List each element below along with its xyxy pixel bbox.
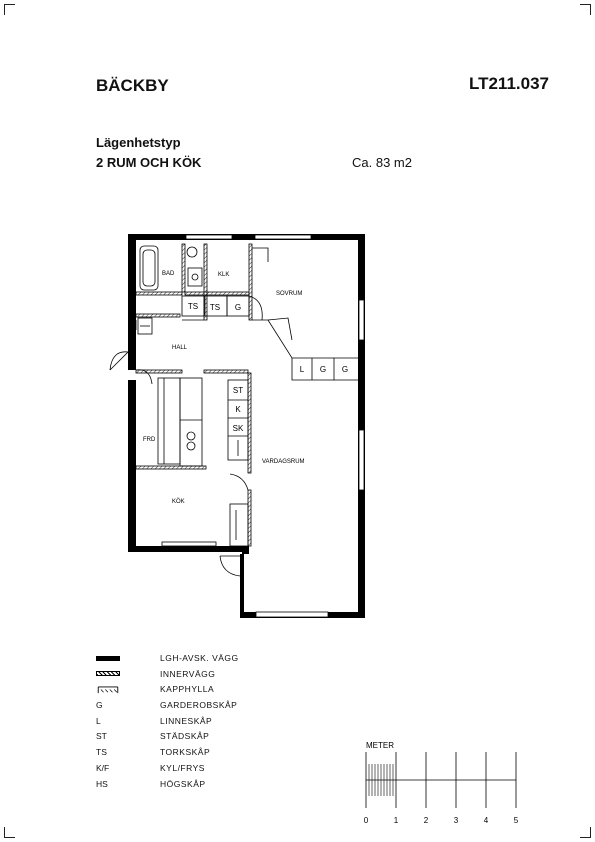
legend-symbol: TS bbox=[96, 747, 107, 758]
drawing-id: LT211.037 bbox=[468, 74, 549, 93]
interior-walls bbox=[135, 243, 253, 547]
legend-label: STÄDSKÅP bbox=[160, 731, 210, 742]
crop-mark-top-right bbox=[580, 4, 591, 15]
legend-label: KYL/FRYS bbox=[160, 762, 205, 773]
crop-mark-bottom-right bbox=[580, 827, 591, 838]
cabinet-label-sk: SK bbox=[233, 424, 244, 433]
cabinet-label-wardrobe-2: G bbox=[342, 365, 348, 374]
scale-tick-0: 0 bbox=[364, 816, 369, 825]
cabinet-label-wardrobe-1: G bbox=[320, 365, 326, 374]
apartment-area: Ca. 83 m2 bbox=[352, 155, 412, 170]
cabinet-label-g-closet: G bbox=[235, 303, 241, 312]
interior-wall-symbol bbox=[96, 670, 120, 676]
legend-label: LGH-AVSK. VÄGG bbox=[160, 653, 239, 663]
scale-tick-4: 4 bbox=[484, 816, 489, 825]
plan-lines bbox=[109, 245, 358, 577]
scale-tick-3: 3 bbox=[454, 816, 459, 825]
cabinet-label-k: K bbox=[235, 405, 241, 414]
room-label-kitchen: KÖK bbox=[172, 498, 185, 505]
coat-rack-symbol bbox=[97, 686, 119, 694]
legend-label: KAPPHYLLA bbox=[160, 684, 215, 695]
apartment-rooms: 2 RUM OCH KÖK bbox=[96, 155, 202, 170]
room-label-wc: KLK bbox=[218, 272, 229, 278]
legend-label: GARDEROBSKÅP bbox=[160, 700, 238, 711]
legend-label: HÖGSKÅP bbox=[160, 778, 206, 789]
scale-tick-5: 5 bbox=[514, 816, 519, 825]
scale-bar bbox=[365, 752, 517, 808]
area-name: BÄCKBY bbox=[96, 76, 169, 95]
cabinet-label-linen: L bbox=[300, 365, 305, 374]
legend-symbol: G bbox=[96, 700, 103, 711]
apartment-type-label: Lägenhetstyp bbox=[96, 135, 181, 150]
legend-symbol: ST bbox=[96, 731, 107, 742]
scale-tick-1: 1 bbox=[394, 816, 399, 825]
legend-symbol: HS bbox=[96, 778, 108, 789]
windows bbox=[161, 234, 365, 618]
crop-mark-top-left bbox=[4, 4, 15, 15]
legend-label: TORKSKÅP bbox=[160, 747, 211, 758]
cabinet-label-ts-bath: TS bbox=[188, 302, 198, 311]
room-label-bathroom: BAD bbox=[162, 271, 175, 277]
room-label-pantry: FRD bbox=[143, 437, 156, 443]
cabinet-label-ts-closet: TS bbox=[210, 303, 220, 312]
legend-symbol: K/F bbox=[96, 762, 110, 773]
room-label-living: VARDAGSRUM bbox=[262, 459, 305, 465]
scale-title: METER bbox=[366, 741, 394, 750]
cabinet-label-cleaning: ST bbox=[233, 386, 243, 395]
exterior-wall-symbol bbox=[96, 656, 120, 661]
legend-label: LINNESKÅP bbox=[160, 715, 213, 726]
room-label-bedroom: SOVRUM bbox=[276, 291, 302, 297]
room-label-hall: HALL bbox=[172, 345, 188, 351]
crop-mark-bottom-left bbox=[4, 827, 15, 838]
legend-label: INNERVÄGG bbox=[160, 668, 216, 679]
legend-symbol: L bbox=[96, 715, 101, 726]
scale-tick-2: 2 bbox=[424, 816, 429, 825]
